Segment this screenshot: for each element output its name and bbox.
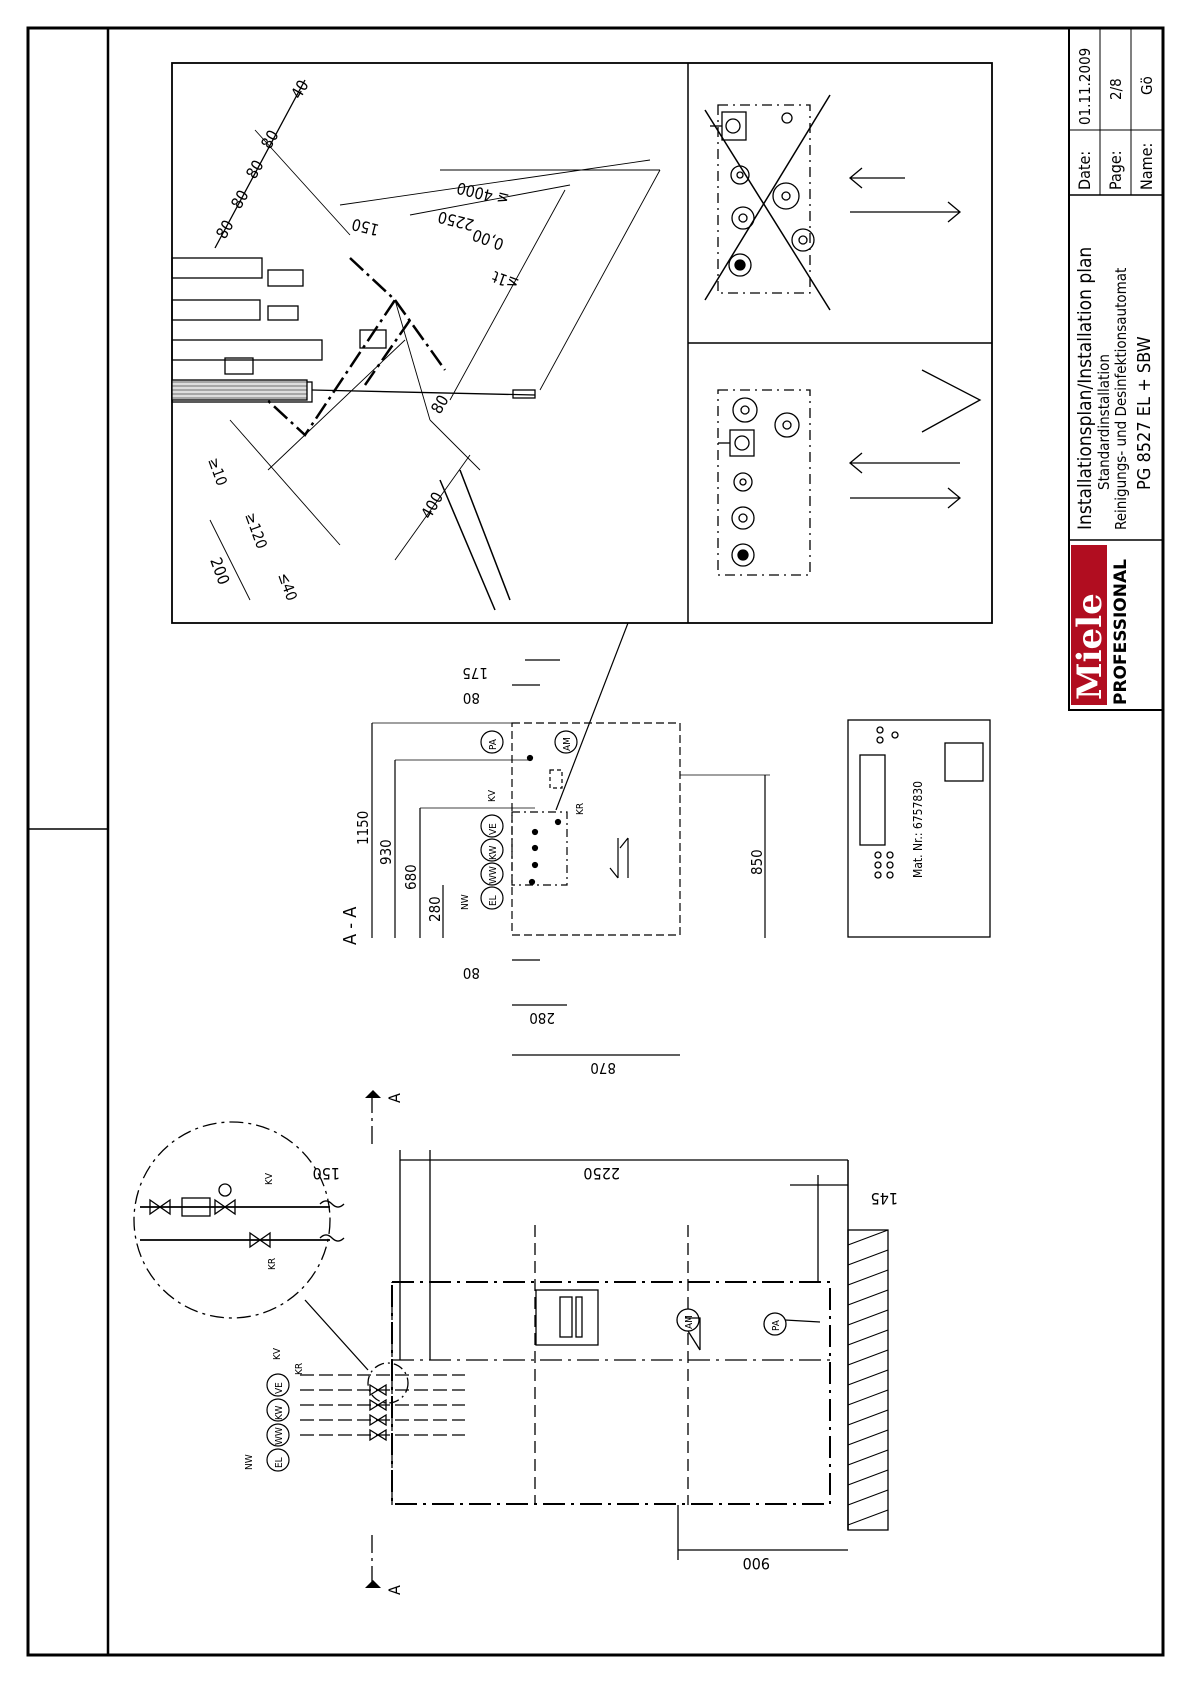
dim-120: ≥120 (241, 510, 271, 551)
dim-870: 870 (590, 1059, 616, 1077)
dim-80-stack-4: 80 (257, 127, 283, 152)
symbol-ve: VE (488, 823, 499, 835)
title-line-2: Standardinstallation (1095, 354, 1113, 490)
valve-detail-labels: KV KR (264, 1172, 278, 1270)
brand-sub: PROFESSIONAL (1111, 559, 1131, 705)
dim-150: 150 (313, 1164, 340, 1183)
dim-900: 900 (743, 1554, 770, 1573)
symbol-ww: WW (488, 866, 499, 884)
dim-40: 40 (287, 77, 313, 102)
section-symbol-text: EL WW KW VE PA AM KV KR NW (460, 737, 586, 910)
page-value: 2/8 (1107, 78, 1125, 100)
section-markers: A A (365, 1090, 404, 1595)
brand-name: Miele (1070, 593, 1110, 700)
floor-plan (300, 1095, 889, 1585)
valve-detail-circle (133, 1121, 369, 1371)
dim-80-stack: 80 (212, 217, 238, 242)
section-title: A - A (340, 907, 361, 945)
isometric-pipework (171, 79, 661, 611)
date-value: 01.11.2009 (1076, 48, 1094, 125)
supply-symbol-text: EL WW KW VE KV KR NW (244, 1347, 305, 1470)
detail-kr: KR (267, 1258, 278, 1270)
data-plate (847, 719, 991, 938)
title-block: Date: 01.11.2009 Page: 2/8 Name: Gö Inst… (1068, 27, 1164, 711)
date-label: Date: (1075, 151, 1094, 190)
name-value: Gö (1138, 76, 1156, 95)
section-symbols (480, 730, 578, 910)
dim-80-bottom: 80 (463, 964, 480, 982)
title-line-4: PG 8527 EL + SBW (1134, 336, 1155, 490)
supply-kv: KV (272, 1347, 283, 1360)
dim-1150: 1150 (354, 811, 372, 845)
dim-280-vert: 280 (426, 896, 444, 922)
supply-ww: WW (274, 1427, 285, 1445)
floor-pa: PA (771, 1319, 782, 1331)
supply-symbols (266, 1373, 290, 1472)
corrugated-hose (171, 379, 308, 401)
dim-930: 930 (377, 839, 395, 865)
dim-2250-iso: 2250 (436, 207, 476, 234)
drawing-frame (26, 26, 1165, 1657)
supply-nw: NW (244, 1454, 255, 1470)
section-labels: A - A 1150 930 680 280 850 870 280 80 80… (340, 664, 766, 1077)
detail-leader (555, 622, 629, 811)
dim-80-stack-3: 80 (242, 157, 268, 182)
dim-40-bottom: ≤40 (274, 570, 301, 603)
symbol-pa: PA (488, 738, 499, 750)
dim-2250: 2250 (583, 1164, 620, 1183)
miele-logo: Miele PROFESSIONAL (1070, 545, 1131, 705)
symbol-kr: KR (575, 803, 586, 815)
wall-hatch (847, 1229, 889, 1526)
title-line-1: Installationsplan/Installation plan (1074, 247, 1096, 530)
detail-panel (171, 62, 993, 624)
dim-80-iso: 80 (427, 392, 453, 417)
material-number: Mat. Nr.: 6757830 (911, 781, 925, 878)
symbol-kw: KW (488, 845, 499, 860)
section-a-a (371, 659, 770, 1056)
dim-10: ≥10 (204, 455, 231, 488)
dim-145: 145 (871, 1189, 898, 1208)
supply-el: EL (274, 1457, 285, 1468)
symbol-el: EL (488, 895, 499, 906)
dim-80-stack-2: 80 (227, 187, 253, 212)
supply-kr: KR (294, 1363, 305, 1375)
connector-panel-correct (717, 369, 982, 576)
floor-am: AM (684, 1315, 695, 1329)
dim-150-iso: 150 (350, 214, 381, 239)
dim-680: 680 (402, 864, 420, 890)
detail-kv: KV (264, 1172, 275, 1185)
dim-0-00: 0,00 (470, 225, 507, 254)
name-label: Name: (1137, 143, 1156, 190)
supply-ve: VE (274, 1382, 285, 1394)
title-line-3: Reinigungs- und Desinfektionsautomat (1112, 268, 1130, 530)
floor-plan-labels: 2250 150 145 900 PA AM (313, 1164, 898, 1573)
section-a-bottom: A (385, 1585, 404, 1595)
dim-850: 850 (748, 849, 766, 875)
supply-kw: KW (274, 1405, 285, 1420)
section-a-top: A (385, 1093, 404, 1103)
connection-points (526, 754, 562, 886)
dim-80-top: 80 (463, 689, 480, 707)
page-label: Page: (1106, 150, 1125, 190)
symbol-nw: NW (460, 894, 471, 910)
symbol-kv: KV (487, 789, 498, 802)
dim-175: 175 (462, 664, 488, 682)
dim-280-horiz: 280 (529, 1009, 555, 1027)
dim-height: ≤1t (489, 267, 521, 294)
connector-panel-wrong (704, 94, 962, 311)
symbol-am: AM (562, 737, 573, 751)
